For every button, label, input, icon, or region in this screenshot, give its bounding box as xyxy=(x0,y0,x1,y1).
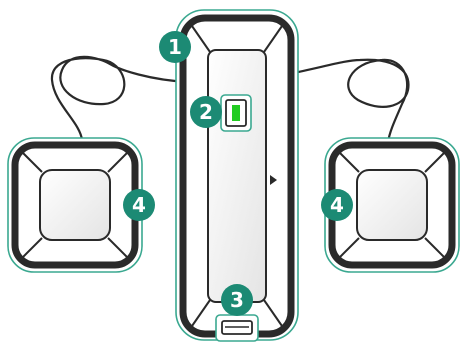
right-pad-bevel xyxy=(424,151,446,173)
left-pad xyxy=(7,137,143,273)
main-unit-bevel xyxy=(191,299,211,327)
left-pad-bevel xyxy=(21,151,43,173)
callout-number: 4 xyxy=(132,193,146,217)
right-pad-bevel xyxy=(338,237,360,259)
callout-number: 2 xyxy=(199,100,213,124)
right-pad xyxy=(324,137,460,273)
left-pad-face xyxy=(39,169,111,241)
callout-badge-4-left: 4 xyxy=(123,189,155,221)
status-indicator-led xyxy=(232,105,240,121)
left-pad-bevel xyxy=(107,237,129,259)
callout-badge-3: 3 xyxy=(221,284,253,316)
right-pad-bevel xyxy=(424,237,446,259)
callout-number: 3 xyxy=(230,288,244,312)
arrow-marker-icon xyxy=(270,175,277,185)
right-pad-face xyxy=(356,169,428,241)
callout-badge-4-right: 4 xyxy=(321,189,353,221)
right-pad-bevel xyxy=(338,151,360,173)
callout-number: 1 xyxy=(168,35,182,59)
left-pad-bevel xyxy=(107,151,129,173)
callout-circle xyxy=(321,189,353,221)
callout-number: 4 xyxy=(330,193,344,217)
right-cable xyxy=(287,58,410,143)
callout-circle xyxy=(190,96,222,128)
callout-circle xyxy=(123,189,155,221)
main-unit-bevel xyxy=(263,299,283,327)
callout-badge-2: 2 xyxy=(190,96,222,128)
callout-badge-1: 1 xyxy=(159,31,191,63)
status-light xyxy=(220,94,252,132)
main-unit-bevel xyxy=(263,25,283,53)
left-pad-bevel xyxy=(21,237,43,259)
callout-circle xyxy=(221,284,253,316)
left-cable xyxy=(50,55,189,141)
main-unit-bevel xyxy=(191,25,211,53)
connector xyxy=(215,314,259,342)
callout-circle xyxy=(159,31,191,63)
main-unit-face xyxy=(207,49,267,303)
